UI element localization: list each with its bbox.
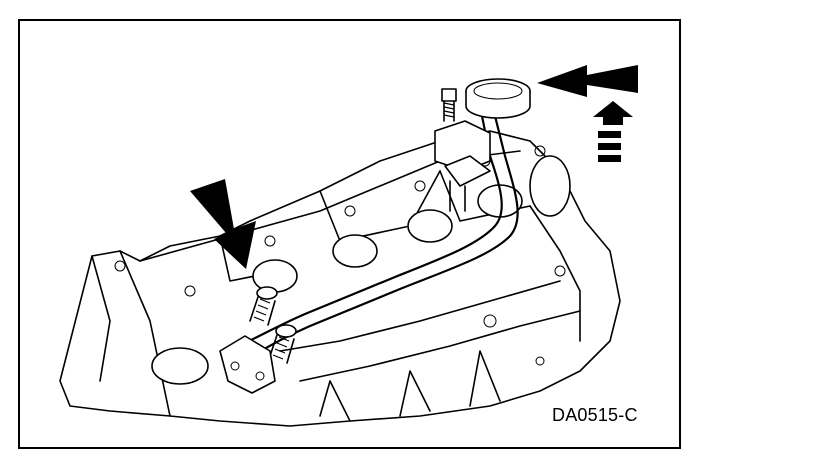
arrow-screen-icon xyxy=(537,65,638,97)
figure-frame: DA0515-C xyxy=(18,19,681,449)
engine-diagram xyxy=(59,65,638,427)
flange-bolt-2 xyxy=(268,324,297,364)
figure-caption: DA0515-C xyxy=(552,405,638,425)
pickup-screen xyxy=(465,78,531,119)
pickup-bracket xyxy=(434,120,491,212)
bracket-bolt xyxy=(441,88,457,122)
bearing-caps xyxy=(114,145,571,385)
lift-up-arrow-icon xyxy=(593,101,633,162)
arrow-bolts-icon xyxy=(190,179,256,269)
tube-flange xyxy=(219,335,276,394)
flange-bolt-1 xyxy=(249,286,278,326)
oil-pickup-tube xyxy=(236,114,519,363)
